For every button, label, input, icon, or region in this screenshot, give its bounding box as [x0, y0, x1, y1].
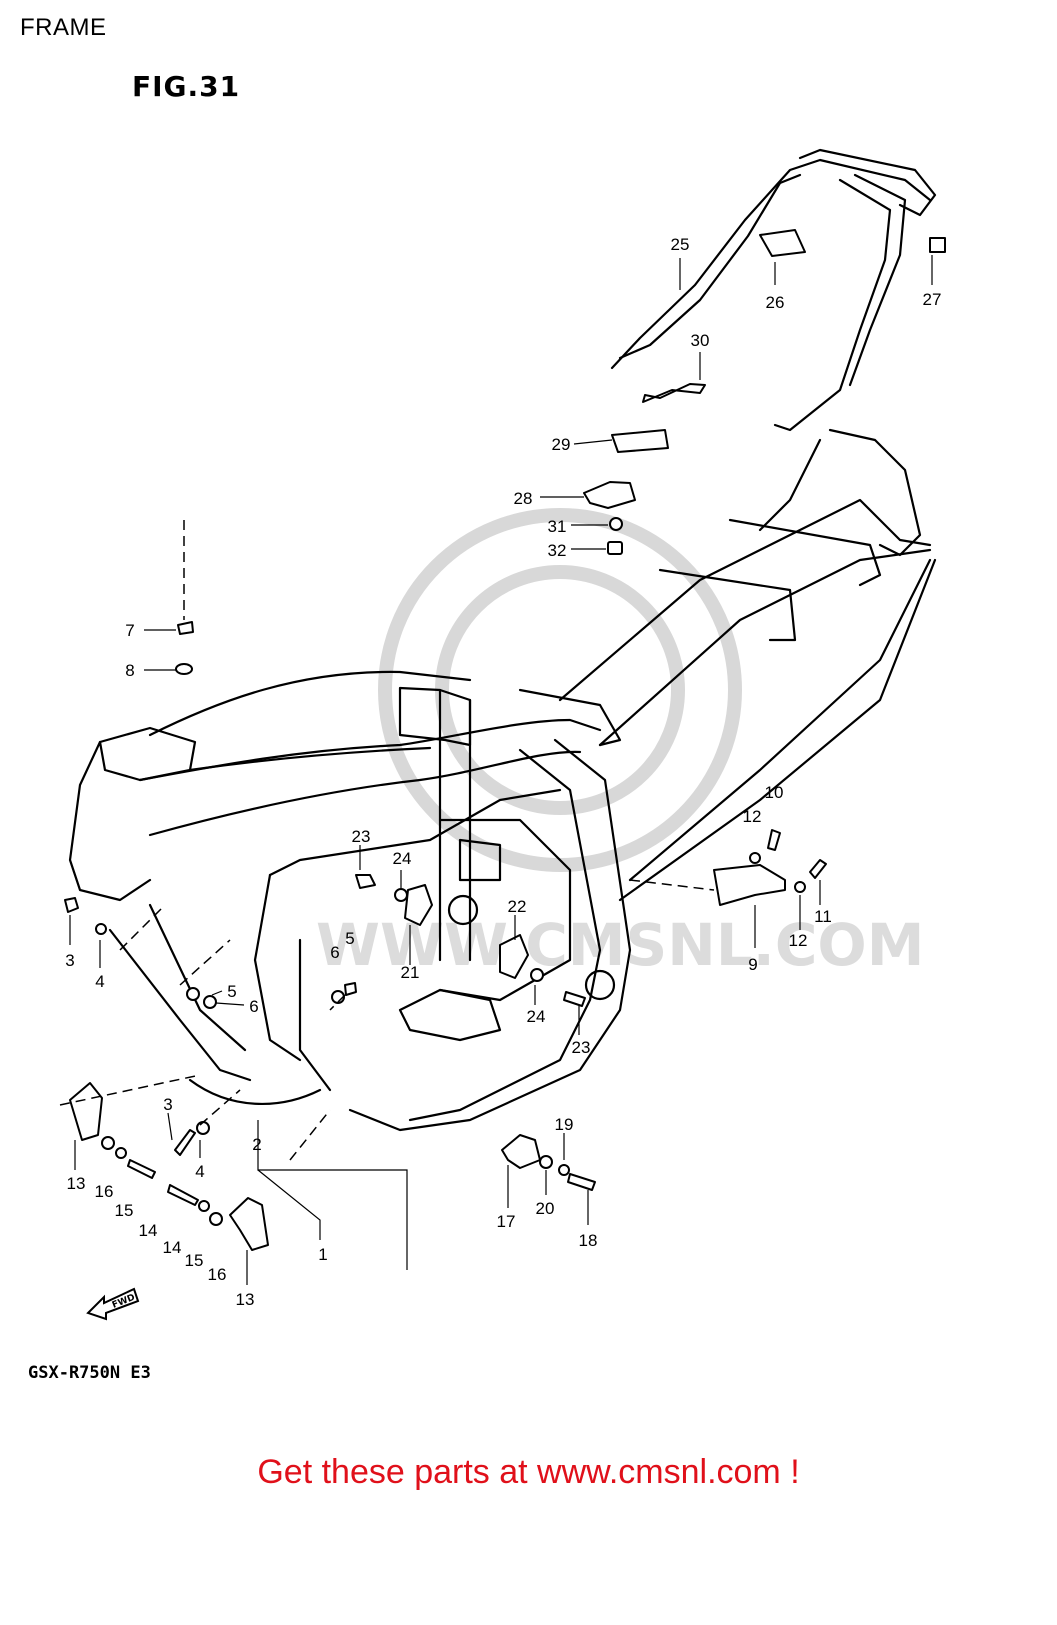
part-number-22: 22: [508, 897, 527, 916]
fwd-arrow-icon: FWD: [86, 1287, 140, 1321]
main-frame: [64, 428, 937, 1251]
part-number-7: 7: [125, 621, 134, 640]
part-number-15: 15: [115, 1201, 134, 1220]
part-number-12: 12: [743, 807, 762, 826]
part-number-14: 14: [139, 1221, 158, 1240]
part-number-3: 3: [65, 951, 74, 970]
part-number-26: 26: [766, 293, 785, 312]
model-code: GSX-R750N E3: [28, 1363, 151, 1383]
frame-parts-diagram: WWW.CMSNL.COM: [59, 148, 946, 1309]
part-number-12: 12: [789, 931, 808, 950]
small-parts: [583, 237, 946, 555]
leader-lines: [69, 255, 933, 1285]
seat-rail: [610, 148, 937, 432]
part-number-23: 23: [572, 1038, 591, 1057]
part-number-24: 24: [527, 1007, 546, 1026]
part-number-17: 17: [497, 1212, 516, 1231]
part-number-19: 19: [555, 1115, 574, 1134]
part-number-18: 18: [579, 1231, 598, 1250]
part-number-27: 27: [923, 290, 942, 309]
reference-lines: [59, 520, 715, 1161]
part-number-21: 21: [401, 963, 420, 982]
part-number-15: 15: [185, 1251, 204, 1270]
part-number-28: 28: [514, 489, 533, 508]
cta-link[interactable]: Get these parts at www.cmsnl.com !: [257, 1453, 800, 1491]
part-number-5: 5: [345, 929, 354, 948]
part-number-20: 20: [536, 1199, 555, 1218]
part-number-4: 4: [95, 972, 104, 991]
part-number-29: 29: [552, 435, 571, 454]
part-number-4: 4: [195, 1162, 204, 1181]
part-number-2: 2: [252, 1135, 261, 1154]
part-number-11: 11: [814, 907, 832, 926]
part-number-31: 31: [548, 517, 567, 536]
part-number-16: 16: [208, 1265, 227, 1284]
part-number-6: 6: [330, 943, 339, 962]
part-number-6: 6: [249, 997, 258, 1016]
part-number-9: 9: [748, 955, 757, 974]
part-number-10: 10: [765, 783, 784, 802]
part-number-8: 8: [125, 661, 134, 680]
part-number-1: 1: [318, 1245, 327, 1264]
section-title: FRAME: [20, 14, 107, 41]
part-number-5: 5: [227, 982, 236, 1001]
figure-number: FIG.31: [132, 70, 241, 103]
part-number-14: 14: [163, 1238, 182, 1257]
part-number-30: 30: [691, 331, 710, 350]
part-number-13: 13: [67, 1174, 86, 1193]
fwd-label: FWD: [111, 1293, 137, 1311]
part-number-25: 25: [671, 235, 690, 254]
part-number-3: 3: [163, 1095, 172, 1114]
part-number-24: 24: [393, 849, 412, 868]
part-number-13: 13: [236, 1290, 255, 1309]
part-number-16: 16: [95, 1182, 114, 1201]
part-number-32: 32: [548, 541, 567, 560]
part-number-23: 23: [352, 827, 371, 846]
